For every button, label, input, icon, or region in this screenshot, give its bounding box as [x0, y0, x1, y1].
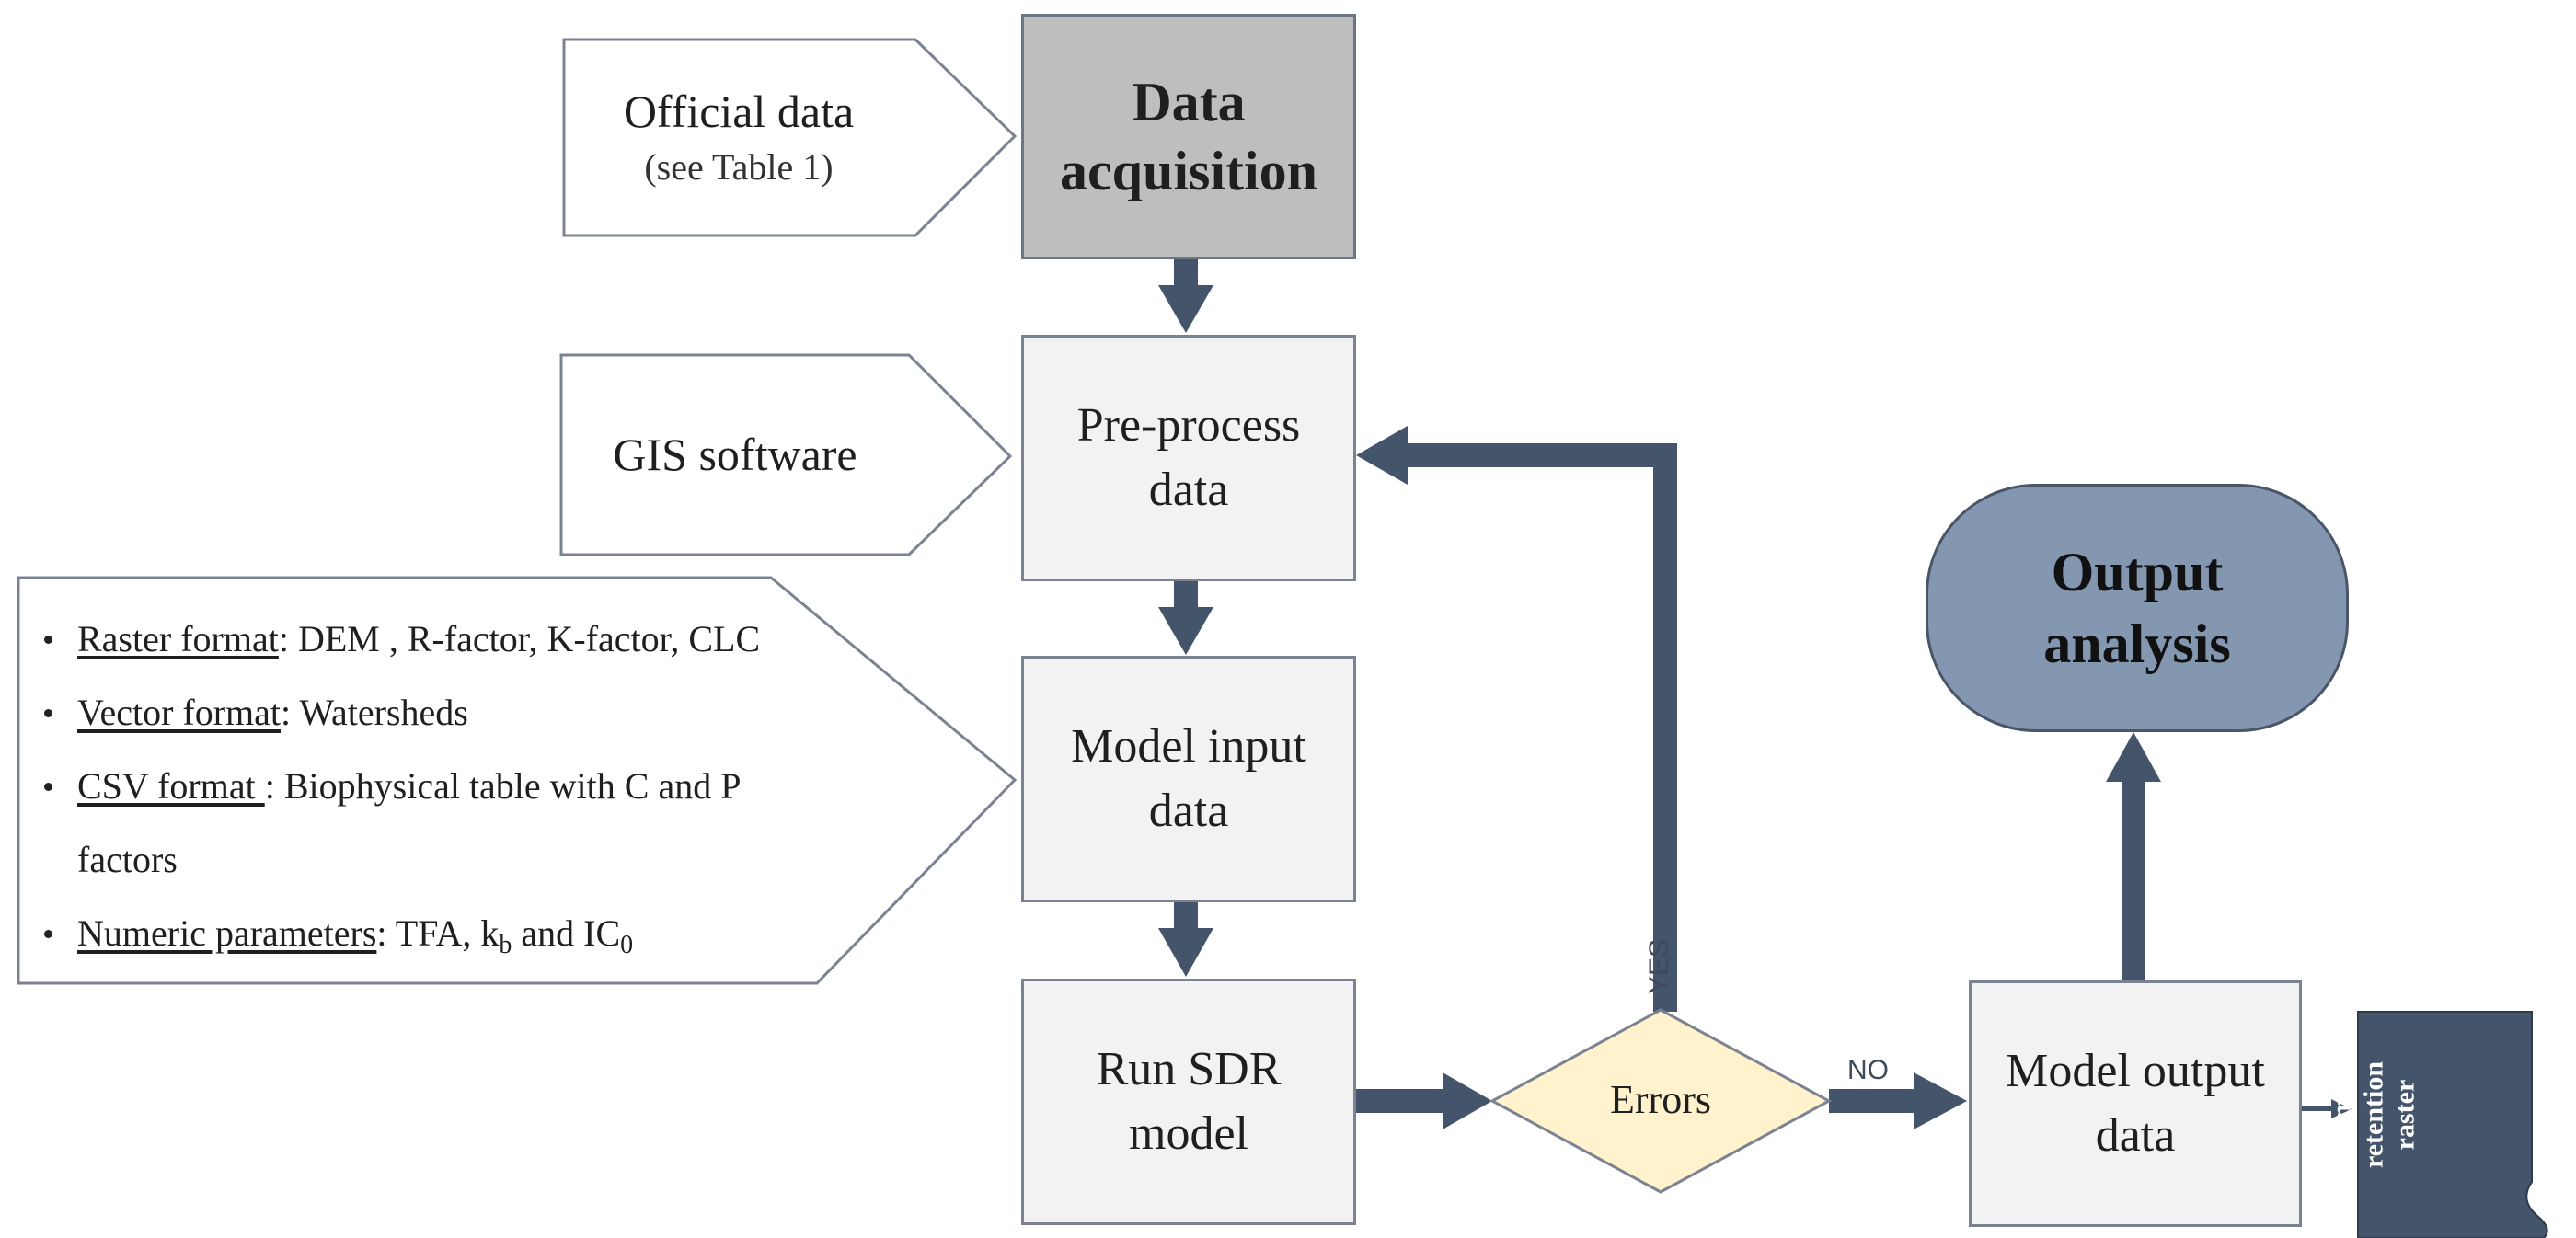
output-analysis-line2: analysis: [2043, 613, 2231, 674]
csv-format-key: CSV format: [77, 765, 265, 807]
data-acquisition-box: Data acquisition: [1021, 14, 1356, 259]
output-analysis-terminal: Output analysis: [1926, 484, 2349, 732]
raster-label-line3: raster: [2389, 1079, 2421, 1151]
raster-label-line2: retention: [2357, 1060, 2388, 1169]
model-input-line2: data: [1148, 785, 1229, 837]
data-acquisition-line1: Data: [1132, 71, 1246, 132]
vector-format-key: Vector format: [77, 692, 282, 733]
arrow-model-input-to-run-sdr: [1158, 902, 1213, 977]
yes-branch-label: YES: [1644, 938, 1675, 995]
output-analysis-line1: Output: [2051, 542, 2224, 602]
official-data-callout-shape: [562, 38, 1018, 237]
model-input-line1: Model input: [1071, 719, 1306, 773]
raster-format-text: DEM , R-factor, K-factor, CLC: [288, 618, 761, 659]
run-sdr-line2: model: [1129, 1107, 1248, 1160]
csv-format-text: Biophysical table with C and P: [274, 765, 742, 807]
csv-format-text-cont: factors: [77, 839, 178, 880]
errors-decision-shape: [1489, 1008, 1833, 1194]
numeric-parameters-key: Numeric parameters: [77, 912, 377, 954]
vector-format-text: Watersheds: [291, 692, 468, 733]
run-sdr-model-box: Run SDR model: [1021, 979, 1356, 1225]
arrow-model-output-to-output-analysis: [2106, 732, 2161, 980]
preprocess-line2: data: [1148, 464, 1229, 516]
input-formats-callout-shape: [17, 576, 1018, 985]
raster-format-item: Raster format: DEM , R-factor, K-factor,…: [37, 602, 760, 676]
model-input-data-box: Model input data: [1021, 656, 1356, 902]
input-formats-list: Raster format: DEM , R-factor, K-factor,…: [37, 602, 760, 982]
sediment-retention-raster-shape: [2357, 1011, 2548, 1238]
model-output-data-box: Model output data: [1969, 980, 2302, 1227]
model-output-line1: Model output: [2006, 1044, 2265, 1097]
csv-format-continuation: factors: [37, 823, 760, 897]
numeric-parameters-text: TFA, k: [386, 912, 500, 954]
official-data-callout: Official data (see Table 1): [564, 40, 914, 235]
arrow-acquisition-to-preprocess: [1158, 259, 1213, 333]
arrow-errors-no-to-model-output: [1829, 1072, 1967, 1129]
official-data-label: Official data: [623, 86, 855, 137]
arrow-run-sdr-to-errors: [1356, 1072, 1492, 1129]
no-branch-label: NO: [1847, 1055, 1889, 1085]
gis-software-label: GIS software: [613, 429, 857, 480]
data-acquisition-line2: acquisition: [1059, 140, 1318, 201]
model-output-line2: data: [2095, 1109, 2176, 1162]
csv-format-item: CSV format : Biophysical table with C an…: [37, 750, 760, 823]
run-sdr-line1: Run SDR: [1096, 1042, 1282, 1095]
table-reference-label: (see Table 1): [644, 146, 834, 188]
arrow-errors-yes-to-preprocess: [1356, 426, 1677, 1012]
raster-label-line1: Sediment: [2326, 1060, 2357, 1170]
numeric-parameters-item: Numeric parameters: TFA, kb and IC0: [37, 897, 760, 982]
raster-format-key: Raster format: [77, 618, 279, 659]
preprocess-line1: Pre-process: [1076, 398, 1301, 452]
arrow-model-output-to-raster: [2300, 1099, 2352, 1118]
vector-format-item: Vector format: Watersheds: [37, 676, 760, 750]
gis-software-callout: GIS software: [561, 355, 909, 555]
gis-software-callout-shape: [559, 353, 1013, 556]
preprocess-data-box: Pre-process data: [1021, 335, 1356, 581]
arrow-preprocess-to-model-input: [1158, 581, 1213, 655]
sediment-retention-raster-label: Sediment retention raster: [2326, 1023, 2421, 1207]
errors-decision-label: Errors: [1610, 1077, 1711, 1122]
